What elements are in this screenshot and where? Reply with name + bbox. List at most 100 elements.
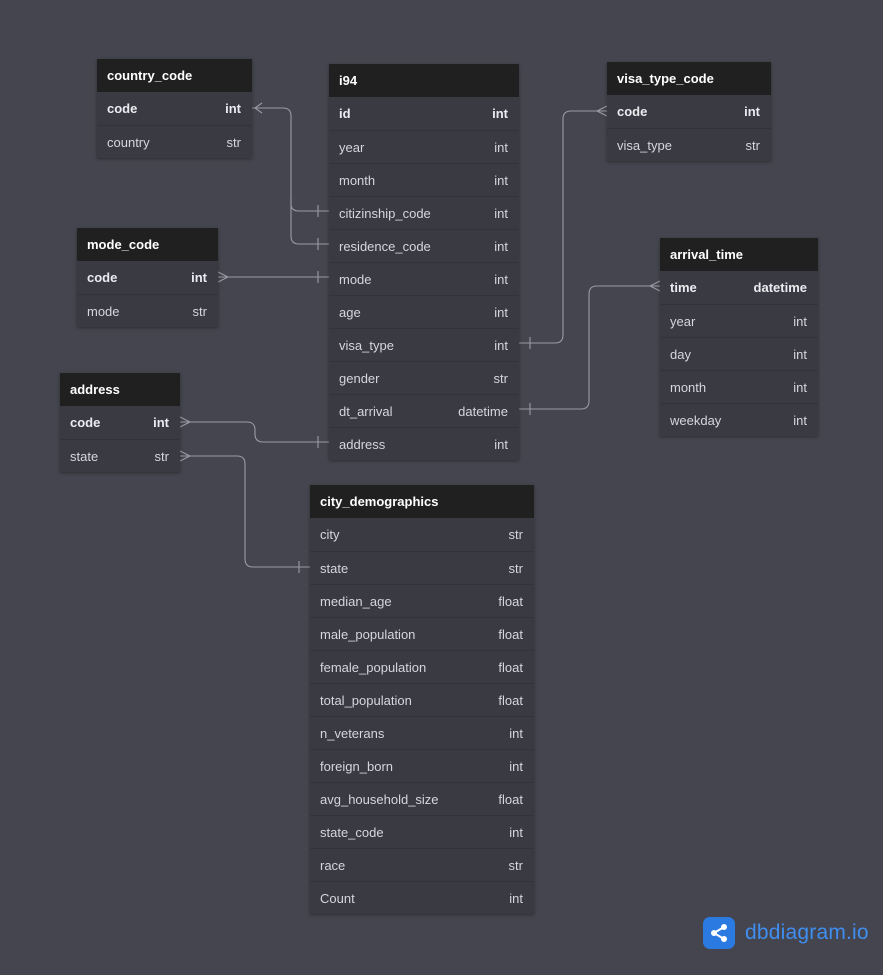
brand-name: dbdiagram.io (745, 921, 869, 944)
column-row[interactable]: residence_code int (329, 229, 519, 262)
column-type: str (508, 527, 523, 542)
column-type: float (498, 626, 523, 642)
share-nodes-icon (703, 917, 735, 949)
column-row[interactable]: age int (329, 295, 519, 328)
column-name: visa_type (617, 137, 672, 153)
column-row[interactable]: year int (660, 304, 818, 337)
column-type: int (509, 758, 523, 774)
column-row[interactable]: foreign_born int (310, 749, 534, 782)
table-header[interactable]: arrival_time (660, 238, 818, 271)
column-type: int (793, 346, 807, 362)
column-name: residence_code (339, 238, 431, 254)
column-name: total_population (320, 692, 412, 708)
column-type: int (494, 337, 508, 353)
column-name: day (670, 346, 691, 362)
column-type: int (494, 139, 508, 155)
column-type: float (498, 593, 523, 609)
column-type: int (191, 270, 207, 285)
crowfoot-address-code (179, 416, 192, 428)
column-row[interactable]: code int (77, 261, 218, 294)
column-type: int (494, 304, 508, 320)
column-row[interactable]: total_population float (310, 683, 534, 716)
table-header[interactable]: visa_type_code (607, 62, 771, 95)
column-name: gender (339, 370, 380, 386)
column-row[interactable]: id int (329, 97, 519, 130)
column-name: avg_household_size (320, 791, 439, 807)
column-type: str (508, 560, 523, 576)
column-type: datetime (753, 280, 807, 295)
table-header[interactable]: mode_code (77, 228, 218, 261)
column-name: code (107, 101, 138, 116)
column-name: code (70, 415, 101, 430)
crowfoot-address-state (179, 450, 192, 462)
column-type: int (509, 725, 523, 741)
column-name: age (339, 304, 361, 320)
column-name: code (617, 104, 648, 119)
column-name: foreign_born (320, 758, 393, 774)
column-name: id (339, 106, 351, 121)
column-name: visa_type (339, 337, 394, 353)
table-header[interactable]: city_demographics (310, 485, 534, 518)
column-row[interactable]: code int (97, 92, 252, 125)
column-name: Count (320, 890, 355, 906)
column-row[interactable]: avg_household_size float (310, 782, 534, 815)
column-row[interactable]: day int (660, 337, 818, 370)
column-type: int (494, 238, 508, 254)
column-name: code (87, 270, 118, 285)
crowfoot-arrival-time (648, 280, 661, 292)
connector-arrival (519, 285, 660, 410)
crowfoot-visa-code (595, 105, 608, 117)
table-header[interactable]: i94 (329, 64, 519, 97)
column-type: float (498, 692, 523, 708)
connector-country-residence (290, 196, 329, 245)
table-header[interactable]: address (60, 373, 180, 406)
connector-state (180, 455, 310, 568)
column-type: int (225, 101, 241, 116)
column-type: int (793, 313, 807, 329)
table-header[interactable]: country_code (97, 59, 252, 92)
connector-visa (519, 110, 607, 344)
brand-logo[interactable]: dbdiagram.io (703, 916, 869, 950)
column-row[interactable]: visa_type int (329, 328, 519, 361)
column-type: int (492, 106, 508, 121)
column-type: int (509, 824, 523, 840)
column-name: year (670, 313, 696, 329)
column-type: float (498, 791, 523, 807)
column-name: dt_arrival (339, 403, 393, 419)
